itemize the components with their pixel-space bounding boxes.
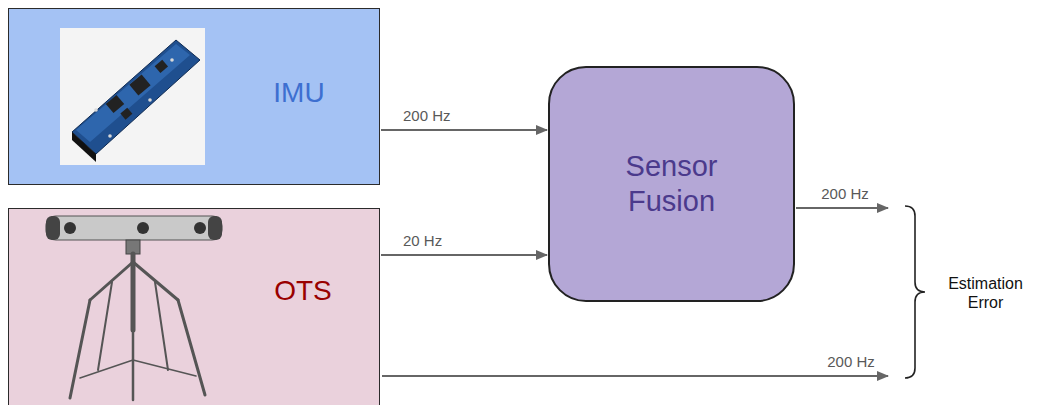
panel-title: OTS bbox=[274, 275, 332, 307]
tripod bbox=[70, 240, 205, 400]
output-arrow bbox=[796, 208, 888, 209]
imu-board-photo bbox=[60, 28, 205, 165]
process-title: Sensor Fusion bbox=[592, 149, 752, 219]
curly-brace bbox=[905, 206, 925, 378]
rate-label: 200 Hz bbox=[819, 185, 871, 203]
optical-tracker-camera bbox=[46, 216, 222, 240]
reference-arrow bbox=[382, 376, 888, 377]
data-arrow bbox=[381, 254, 547, 256]
process-box: Sensor Fusion bbox=[548, 66, 795, 302]
rate-label: 20 Hz bbox=[401, 232, 444, 250]
sensor-panel: IMU bbox=[8, 8, 380, 185]
rate-label: 200 Hz bbox=[825, 353, 877, 371]
rate-label: 200 Hz bbox=[401, 107, 453, 125]
data-arrow bbox=[381, 129, 547, 131]
sensor-panel: OTS bbox=[8, 208, 380, 405]
output-label: Estimation Error bbox=[938, 274, 1033, 312]
panel-title: IMU bbox=[273, 77, 324, 109]
